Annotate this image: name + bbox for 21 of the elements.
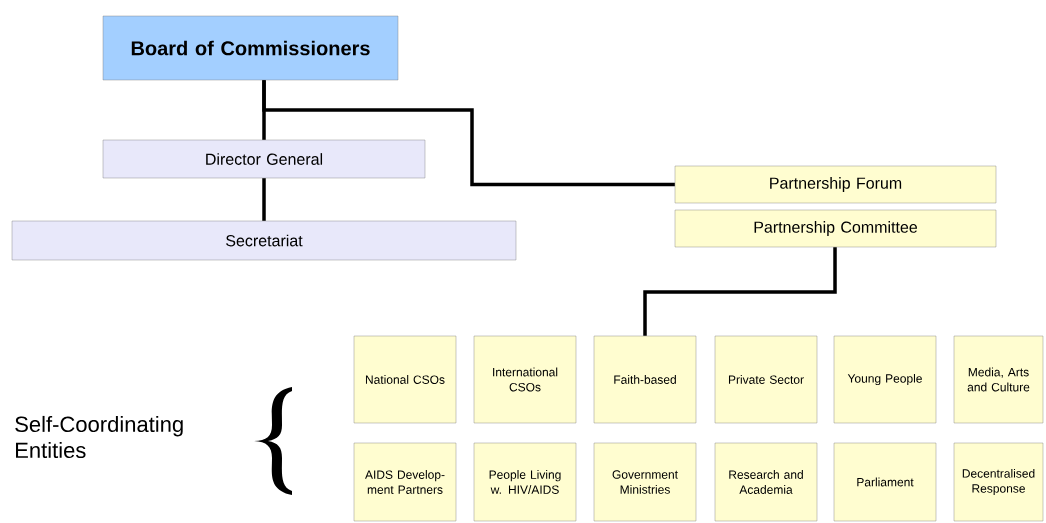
connector-line bbox=[262, 178, 266, 221]
director-box: Director General bbox=[102, 139, 426, 179]
entity-box: Research and Academia bbox=[714, 442, 818, 522]
entity-box: AIDS Develop-ment Partners bbox=[353, 442, 457, 522]
secretariat-box: Secretariat bbox=[11, 220, 517, 261]
entity-box: Faith-based bbox=[593, 335, 697, 424]
entity-box: Decentralised Response bbox=[953, 442, 1044, 522]
forum-box: Partnership Forum bbox=[674, 165, 997, 204]
entity-box: Media, Arts and Culture bbox=[953, 335, 1044, 424]
entity-box: Government Ministries bbox=[593, 442, 697, 522]
connector-line bbox=[262, 80, 675, 187]
entity-box: International CSOs bbox=[473, 335, 577, 424]
board-box: Board of Commissioners bbox=[102, 15, 399, 81]
committee-box: Partnership Committee bbox=[674, 209, 997, 248]
entity-box: Private Sector bbox=[714, 335, 818, 424]
entity-box: Parliament bbox=[833, 442, 937, 522]
entity-box: National CSOs bbox=[353, 335, 457, 424]
entity-box: Young People bbox=[833, 335, 937, 424]
connector-line bbox=[643, 247, 837, 336]
entity-box: People Living w. HIV/AIDS bbox=[473, 442, 577, 522]
group-label: Self-Coordinating Entities bbox=[15, 415, 183, 459]
